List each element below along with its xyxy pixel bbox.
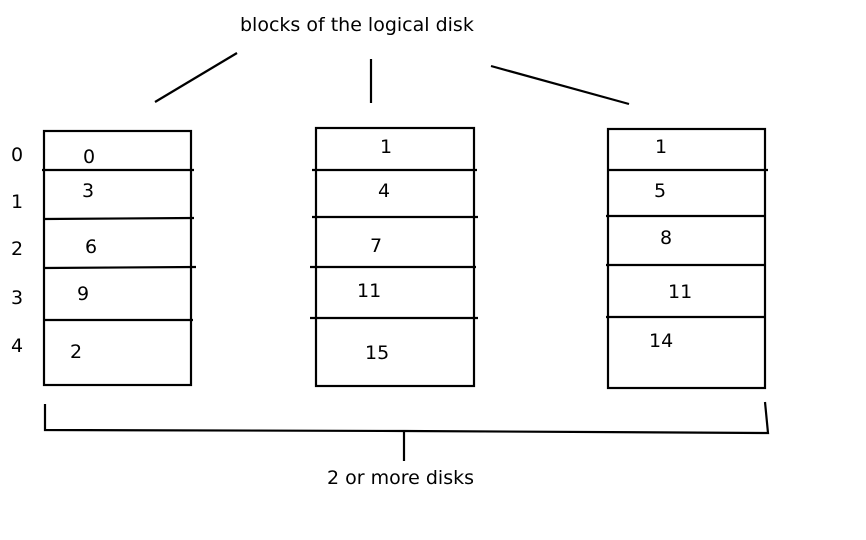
disk-1-block: 2 (70, 341, 83, 363)
disk-1-block: 3 (82, 180, 95, 202)
disk-2-block: 7 (370, 235, 383, 257)
disk-3-block: 11 (668, 281, 693, 303)
disk-2-block: 15 (365, 342, 390, 364)
disk-2-outline (314, 126, 476, 388)
row-label: 1 (11, 191, 24, 213)
diagram-title: blocks of the logical disk (240, 14, 474, 36)
bottom-brace (43, 401, 770, 435)
disk-3-block: 14 (649, 330, 674, 352)
disk-3-block: 8 (660, 227, 673, 249)
disk-3-block: 1 (655, 136, 668, 158)
disk-2-block: 4 (378, 180, 391, 202)
disk-1-divider (43, 265, 197, 270)
disk-3-outline (606, 127, 767, 390)
disk-1-block: 9 (77, 283, 90, 305)
diagram-footer: 2 or more disks (327, 467, 474, 489)
row-label: 4 (11, 335, 24, 357)
disk-1-block: 0 (83, 146, 96, 168)
disk-1-block: 6 (85, 236, 98, 258)
pointer-line-right (490, 64, 630, 106)
disk-1-outline (42, 129, 193, 387)
disk-1-divider (43, 216, 195, 221)
disk-2-block: 1 (380, 136, 393, 158)
disk-2-block: 11 (357, 280, 382, 302)
pointer-line-left (154, 52, 238, 103)
row-label: 0 (11, 144, 24, 166)
row-label: 2 (11, 238, 24, 260)
disk-3-block: 5 (654, 180, 667, 202)
row-label: 3 (11, 287, 24, 309)
